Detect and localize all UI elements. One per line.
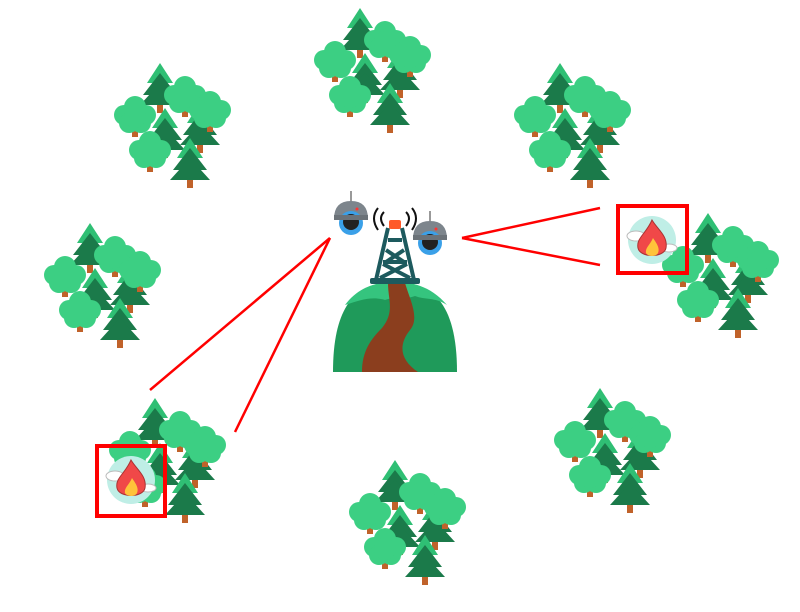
round-tree-icon [604, 401, 646, 442]
tree-cluster [44, 223, 161, 348]
hill-with-path-icon [333, 282, 457, 372]
sight-line [149, 237, 331, 391]
round-tree-icon [569, 456, 611, 497]
round-tree-icon [329, 76, 371, 117]
round-tree-icon [94, 236, 136, 277]
pine-tree-icon [610, 463, 650, 513]
round-tree-icon [164, 76, 206, 117]
sight-line [233, 237, 332, 433]
tree-cluster [114, 63, 231, 188]
round-tree-icon [389, 36, 431, 77]
round-tree-icon [44, 256, 86, 297]
dome-camera-icon [413, 211, 447, 255]
fire-icon [626, 216, 678, 264]
pine-tree-icon [170, 138, 210, 188]
radio-tower-icon [370, 207, 420, 284]
round-tree-icon [529, 131, 571, 172]
pine-tree-icon [570, 138, 610, 188]
fire-detection-box [95, 444, 167, 518]
pine-tree-icon [370, 83, 410, 133]
round-tree-icon [314, 41, 356, 82]
round-tree-icon [589, 91, 631, 132]
sight-line [461, 236, 601, 267]
tree-cluster [662, 213, 779, 338]
round-tree-icon [349, 493, 391, 534]
tree-cluster [554, 388, 671, 513]
round-tree-icon [184, 426, 226, 467]
forest [44, 8, 779, 585]
fire-icon [105, 456, 157, 504]
round-tree-icon [514, 96, 556, 137]
round-tree-icon [424, 488, 466, 529]
round-tree-icon [629, 416, 671, 457]
round-tree-icon [59, 291, 101, 332]
round-tree-icon [364, 528, 406, 569]
pine-tree-icon [165, 473, 205, 523]
tree-cluster [314, 8, 431, 133]
round-tree-icon [129, 131, 171, 172]
pine-tree-icon [100, 298, 140, 348]
pine-tree-icon [718, 288, 758, 338]
dome-camera-icon [334, 191, 368, 235]
fire-detection-box [616, 204, 689, 275]
round-tree-icon [737, 241, 779, 282]
round-tree-icon [554, 421, 596, 462]
round-tree-icon [119, 251, 161, 292]
pine-tree-icon [405, 535, 445, 585]
tree-cluster [349, 460, 466, 585]
round-tree-icon [159, 411, 201, 452]
tree-cluster [514, 63, 631, 188]
sight-line [461, 206, 601, 240]
camera-sight-lines [149, 206, 601, 433]
round-tree-icon [114, 96, 156, 137]
round-tree-icon [189, 91, 231, 132]
round-tree-icon [677, 281, 719, 322]
